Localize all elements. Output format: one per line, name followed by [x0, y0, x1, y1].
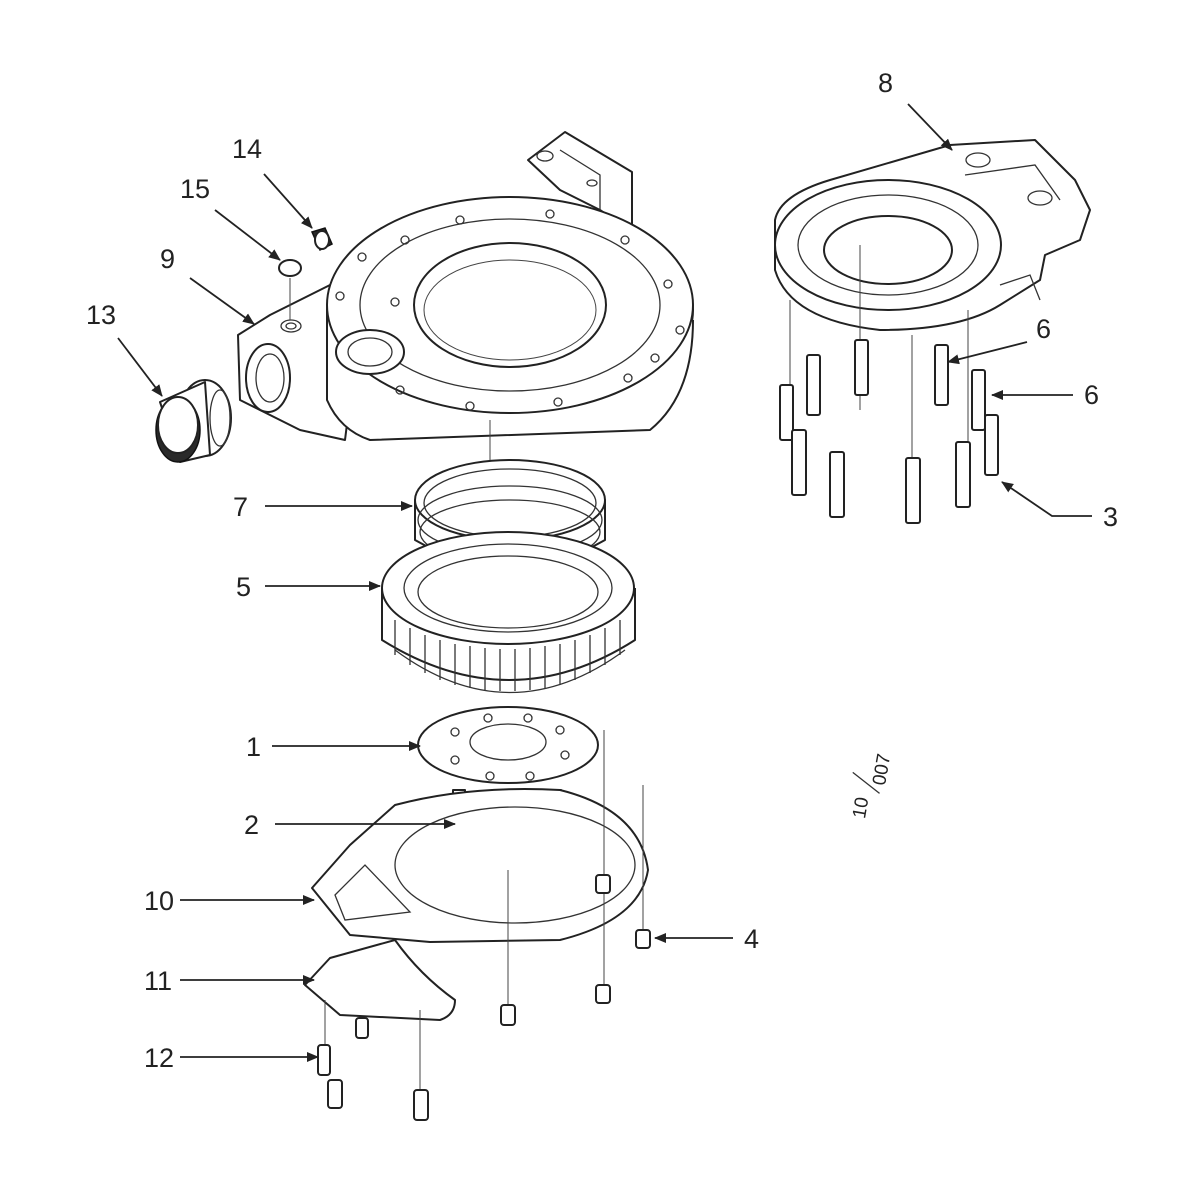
callout-14: 14 [232, 134, 262, 164]
callout-6b: 6 [1084, 380, 1099, 410]
drawing-code-denominator: 007 [869, 752, 895, 787]
flange-part-1 [417, 706, 599, 784]
callout-13: 13 [86, 300, 116, 330]
callout-labels: 1 2 3 4 5 6 6 7 8 9 10 11 12 13 14 15 [86, 68, 1118, 1073]
callout-4: 4 [744, 924, 759, 954]
cover-plate-part-10 [311, 730, 649, 1020]
callout-10: 10 [144, 886, 174, 916]
callout-15: 15 [180, 174, 210, 204]
mount-part-8 [774, 139, 1091, 510]
callout-leaders [117, 103, 1092, 1062]
drawing-code-numerator: 10 [849, 796, 873, 820]
cap-part-15 [278, 259, 302, 320]
screws-part-12 [317, 1017, 429, 1121]
callout-7: 7 [233, 492, 248, 522]
callout-8: 8 [878, 68, 893, 98]
callout-2: 2 [244, 810, 259, 840]
callout-9: 9 [160, 244, 175, 274]
callout-5: 5 [236, 572, 251, 602]
screws-part-4 [500, 874, 651, 1026]
plate-part-11 [304, 939, 456, 1100]
callout-1: 1 [246, 732, 261, 762]
bolts-parts-3-6 [779, 339, 999, 524]
fitting-part-14 [310, 227, 333, 252]
plug-part-13 [155, 379, 232, 463]
drawing-code: 10 007 [849, 752, 895, 820]
housing-part-9 [237, 131, 694, 630]
callout-6a: 6 [1036, 314, 1051, 344]
callout-11: 11 [144, 966, 172, 996]
gear-part-5 [381, 531, 636, 694]
callout-12: 12 [144, 1043, 174, 1073]
callout-3: 3 [1103, 502, 1118, 532]
